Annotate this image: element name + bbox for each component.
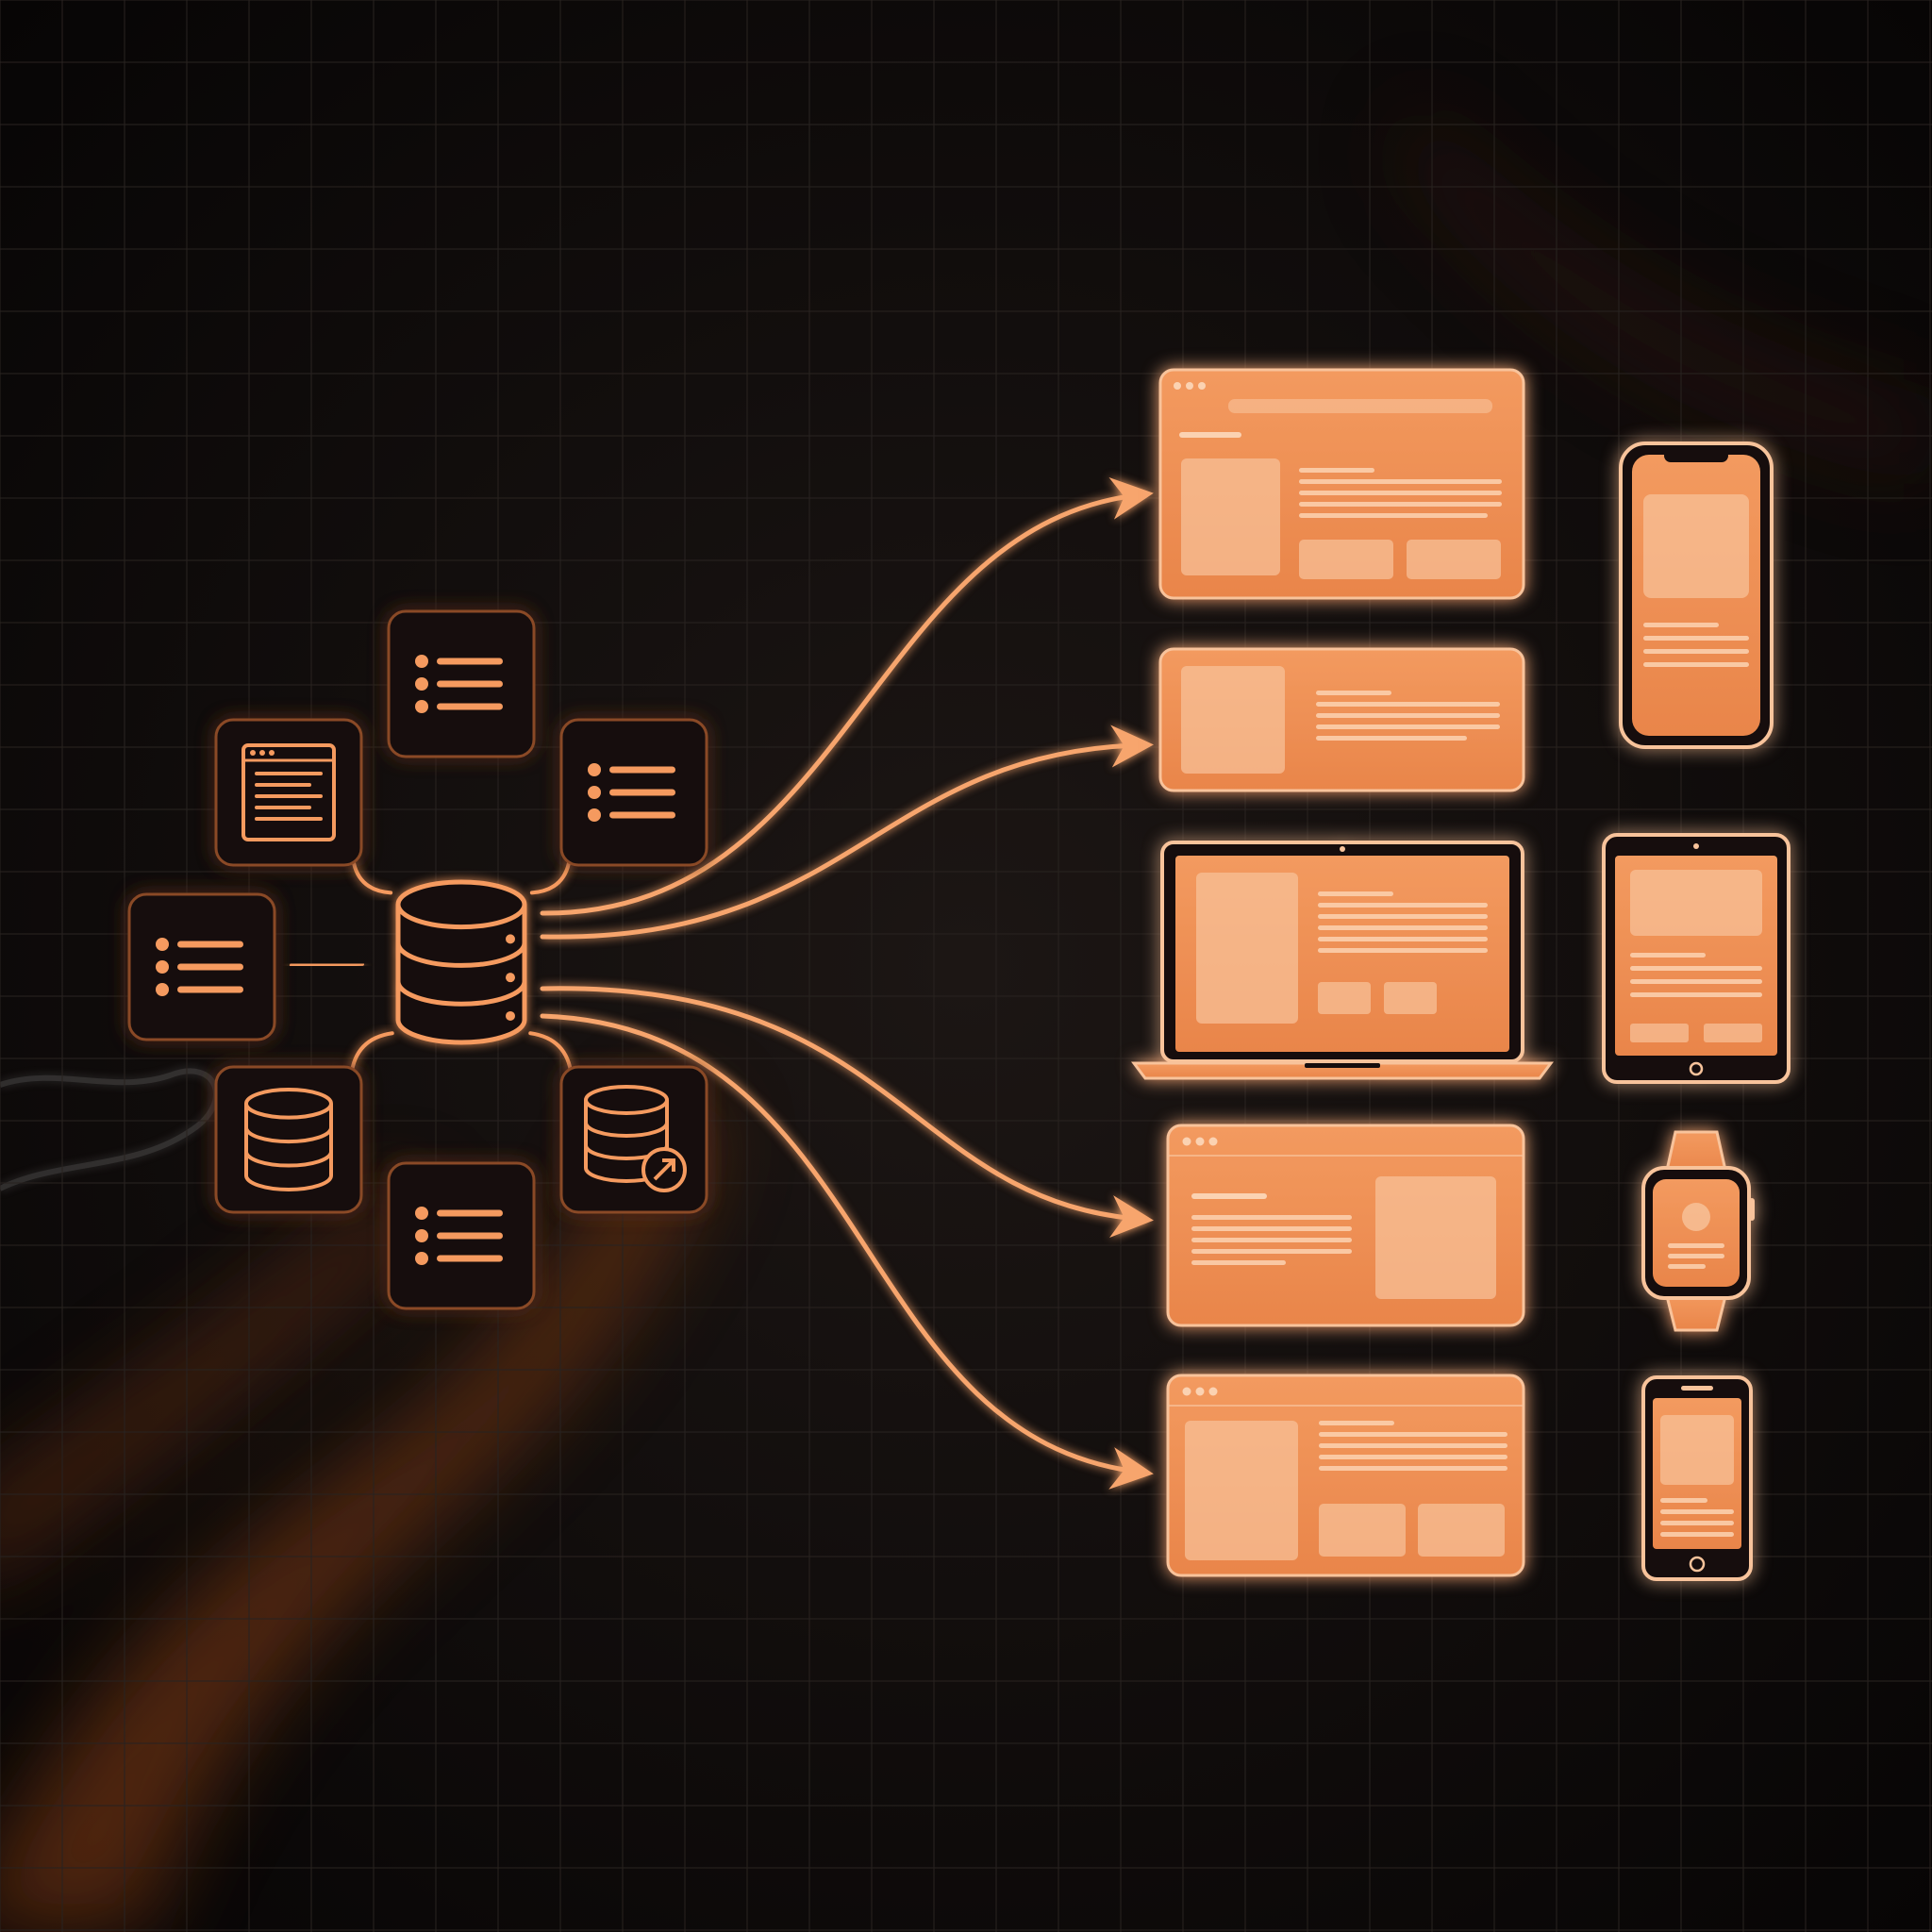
source-tile bbox=[559, 718, 708, 867]
list-icon bbox=[156, 938, 243, 996]
source-tile bbox=[559, 1065, 708, 1214]
web-card-icon bbox=[1158, 647, 1525, 792]
source-tile bbox=[387, 609, 536, 758]
database-sync-icon bbox=[584, 1085, 687, 1192]
arrow bbox=[540, 477, 1154, 916]
connector-line bbox=[289, 961, 365, 968]
distribution-arrows bbox=[540, 477, 1154, 1490]
smoke-decoration bbox=[0, 94, 1932, 1932]
arrow bbox=[540, 1013, 1154, 1490]
central-database bbox=[395, 879, 527, 1045]
web-banner-icon bbox=[1166, 1124, 1525, 1327]
arrow bbox=[540, 986, 1154, 1238]
list-icon bbox=[588, 763, 675, 822]
source-tile bbox=[387, 1161, 536, 1310]
list-icon bbox=[415, 655, 503, 713]
list-icon bbox=[415, 1207, 503, 1265]
source-tile bbox=[214, 718, 363, 867]
device-panels bbox=[1602, 441, 1790, 1581]
browser-window-icon bbox=[1158, 368, 1525, 600]
smartphone-icon bbox=[1619, 441, 1774, 749]
smartwatch-icon bbox=[1641, 1130, 1755, 1332]
source-tiles bbox=[127, 609, 708, 1310]
source-tile bbox=[214, 1065, 363, 1214]
source-tile bbox=[127, 892, 276, 1041]
small-phone-icon bbox=[1641, 1375, 1753, 1581]
web-page-icon bbox=[1166, 1374, 1525, 1577]
target-panels bbox=[1131, 368, 1554, 1577]
tablet-icon bbox=[1602, 833, 1790, 1084]
laptop-icon bbox=[1131, 841, 1554, 1080]
browser-window-icon bbox=[242, 743, 336, 841]
arrow bbox=[540, 724, 1154, 940]
database-icon bbox=[244, 1088, 333, 1191]
database-icon bbox=[395, 879, 527, 1045]
